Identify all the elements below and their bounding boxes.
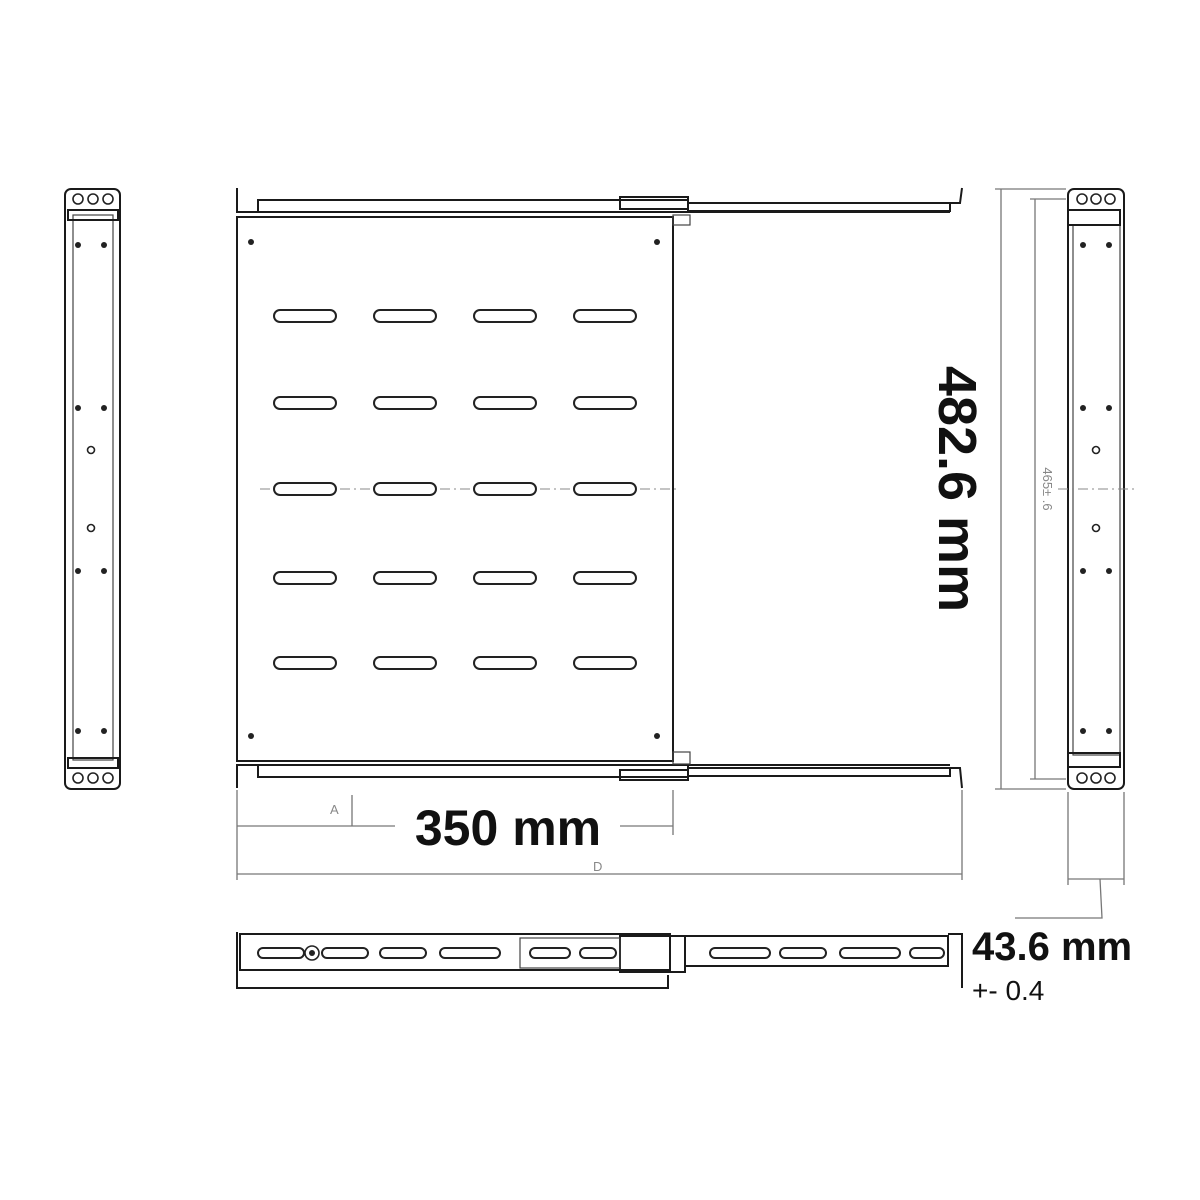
depth-dimensions: A D 350 mm [236,790,963,880]
dimension-a-label: A [330,802,339,817]
height-label: 482.6 mm [927,366,987,612]
thickness-tolerance-label: +- 0.4 [972,975,1044,1006]
front-panel-view [64,188,121,790]
shelf-top-view [236,187,963,789]
side-panel-view [1015,188,1135,919]
rail-side-view [236,932,963,989]
dimension-d-label: D [593,859,602,874]
depth-label: 350 mm [415,800,601,856]
height-dimensions: 465± .6 482.6 mm [927,188,1066,790]
inner-height-label: 465± .6 [1040,467,1055,510]
thickness-label: 43.6 mm [972,925,1132,969]
ventilation-slots [273,309,637,670]
